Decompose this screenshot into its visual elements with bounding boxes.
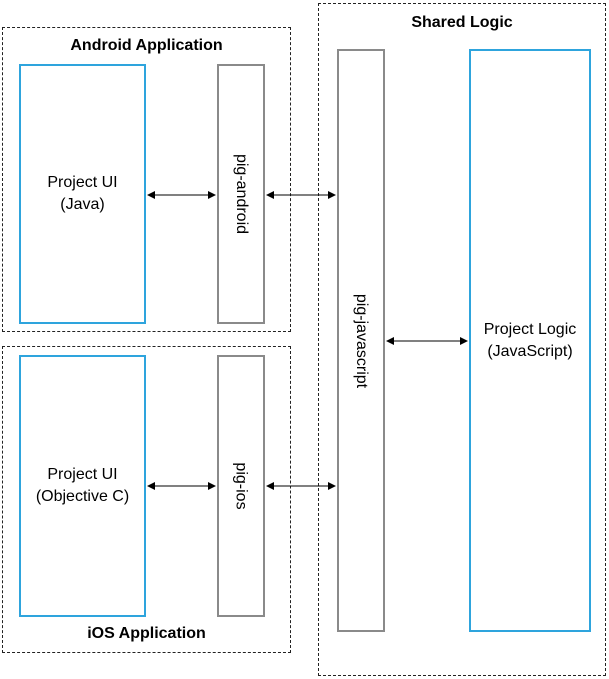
android-project-ui-language: (Java) — [60, 196, 105, 213]
ios-project-ui-label: Project UI — [47, 466, 118, 483]
project-logic-box: Project Logic (JavaScript) — [469, 49, 591, 632]
ios-project-ui-language: (Objective C) — [35, 488, 130, 505]
ios-application-title: iOS Application — [87, 625, 206, 642]
android-project-ui-box: Project UI (Java) — [19, 64, 146, 324]
pig-ios-box: pig-ios — [217, 355, 265, 617]
ios-project-ui-box: Project UI (Objective C) — [19, 355, 146, 617]
pig-android-box: pig-android — [217, 64, 265, 324]
pig-javascript-box: pig-javascript — [337, 49, 385, 632]
project-logic-language: (JavaScript) — [487, 342, 573, 360]
android-application-title: Android Application — [70, 37, 223, 54]
shared-logic-title: Shared Logic — [411, 14, 513, 31]
ios-application-group — [2, 346, 291, 653]
android-project-ui-label: Project UI — [47, 174, 118, 191]
android-application-group — [2, 27, 291, 332]
project-logic-label: Project Logic — [483, 320, 577, 338]
shared-logic-group — [318, 3, 606, 676]
